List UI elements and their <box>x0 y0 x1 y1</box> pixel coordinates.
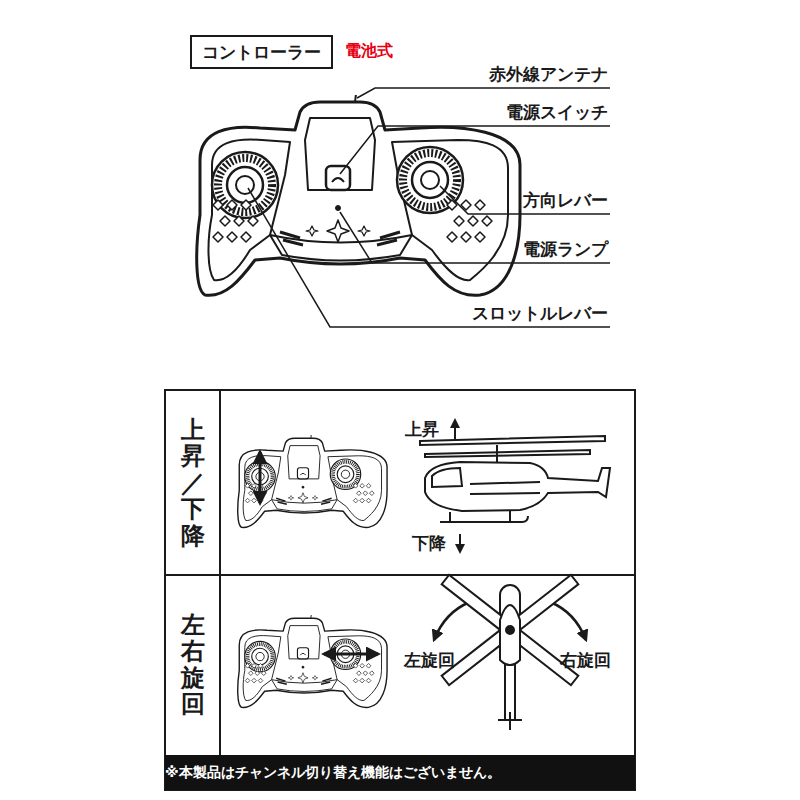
motion-label: 左旋回 <box>404 650 455 670</box>
controller-small <box>238 615 387 708</box>
leftright-arrow <box>324 653 378 656</box>
part-label: 方向レバー <box>523 190 608 210</box>
battery-note: 電池式 <box>345 41 393 60</box>
part-label: 電源ランプ <box>523 239 608 259</box>
controller-drawing <box>197 94 520 295</box>
part-label: 電源スイッチ <box>506 102 608 122</box>
part-label: スロットルレバー <box>472 303 608 323</box>
row-heading: 上昇／下降 <box>181 417 205 549</box>
updown-arrow <box>259 452 262 503</box>
motion-label: 上昇 <box>405 419 439 439</box>
motion-label: 右旋回 <box>560 650 611 670</box>
row-heading: 左右旋回 <box>181 612 205 718</box>
note-bar: ※本製品はチャンネル切り替え機能はございません。 <box>165 755 635 790</box>
heading-box: コントローラー <box>190 35 333 69</box>
node-text: コントローラー <box>202 42 321 62</box>
table-grid <box>165 390 635 790</box>
part-label: 赤外線アンテナ <box>489 64 608 84</box>
leader-lines <box>248 88 610 327</box>
controller-small <box>238 435 387 528</box>
node-text: ※本製品はチャンネル切り替え機能はございません。 <box>165 764 501 781</box>
motion-label: 下降 <box>412 533 446 553</box>
helicopter-side <box>420 420 610 552</box>
